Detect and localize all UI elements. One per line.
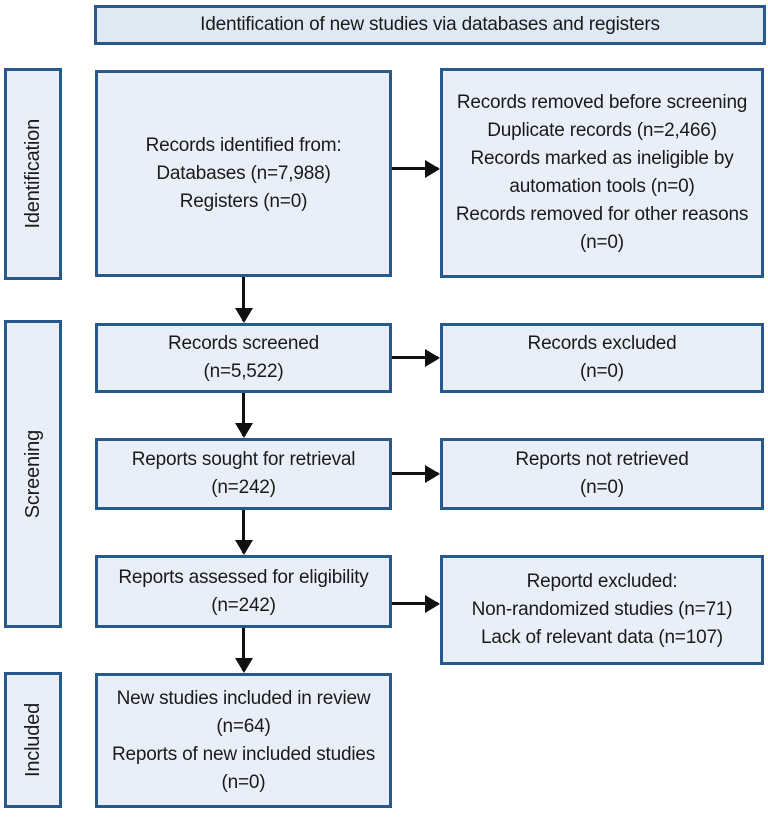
arrow-right-identified-to-removed	[392, 167, 438, 170]
box-text-line: (n=242)	[211, 594, 276, 616]
box-text-line: (n=64)	[216, 715, 271, 737]
arrow-down-sought-to-assessed	[242, 510, 245, 553]
box-text-line: Registers (n=0)	[179, 190, 308, 212]
box-records-identified: Records identified from: Databases (n=7,…	[95, 70, 392, 277]
box-text-line: Lack of relevant data (n=107)	[481, 627, 723, 648]
box-records-screened: Records screened (n=5,522)	[95, 323, 392, 393]
phase-label-screening-text: Screening	[21, 429, 44, 519]
box-text-line: Records removed before screening	[456, 92, 748, 113]
box-text-line: Reportd excluded:	[526, 571, 678, 592]
box-text-line: Records screened	[168, 333, 319, 354]
box-text-line: Records marked as ineligible by automati…	[470, 148, 734, 197]
phase-label-identification-text: Identification	[21, 119, 44, 229]
box-reports-not-retrieved: Reports not retrieved (n=0)	[440, 438, 764, 510]
box-text-line: (n=0)	[580, 477, 624, 498]
box-text-line: New studies included in review	[116, 687, 371, 709]
arrow-down-assessed-to-included	[242, 628, 245, 671]
box-text-line: (n=5,522)	[203, 361, 284, 382]
box-records-removed: Records removed before screening Duplica…	[440, 68, 764, 278]
phase-label-identification: Identification	[4, 68, 62, 280]
box-text-line: Databases (n=7,988)	[156, 162, 331, 184]
box-text-line: (n=0)	[580, 361, 624, 382]
box-text-line: Non-randomized studies (n=71)	[471, 599, 733, 620]
arrow-down-identified-to-screened	[242, 277, 245, 321]
diagram-title: Identification of new studies via databa…	[94, 5, 766, 45]
box-text-line: (n=242)	[211, 477, 276, 498]
arrow-right-assessed-to-excluded	[392, 602, 438, 605]
box-reports-assessed: Reports assessed for eligibility (n=242)	[95, 555, 392, 628]
arrow-down-screened-to-sought	[242, 393, 245, 436]
box-text-line: Reports assessed for eligibility	[118, 566, 369, 588]
box-reports-sought: Reports sought for retrieval (n=242)	[95, 438, 392, 510]
box-text-line: Records removed for other reasons (n=0)	[455, 204, 749, 253]
box-records-excluded: Records excluded (n=0)	[440, 323, 764, 393]
box-text-line: Records identified from:	[145, 134, 342, 156]
box-text-line: Duplicate records (n=2,466)	[487, 120, 717, 141]
box-text-line: Reports of new included studies	[111, 743, 376, 765]
phase-label-included-text: Included	[21, 702, 44, 777]
box-text-line: Reports not retrieved	[515, 449, 689, 470]
diagram-title-text: Identification of new studies via databa…	[200, 14, 660, 35]
arrow-right-sought-to-not-retrieved	[392, 472, 438, 475]
phase-label-included: Included	[4, 672, 62, 808]
box-reports-excluded: Reportd excluded: Non-randomized studies…	[440, 555, 764, 665]
box-text-line: (n=0)	[221, 771, 266, 793]
box-text-line: Records excluded	[527, 333, 677, 354]
phase-label-screening: Screening	[4, 320, 62, 628]
box-new-studies-included: New studies included in review (n=64) Re…	[95, 673, 392, 808]
arrow-right-screened-to-excluded	[392, 356, 438, 359]
box-text-line: Reports sought for retrieval	[131, 449, 356, 470]
